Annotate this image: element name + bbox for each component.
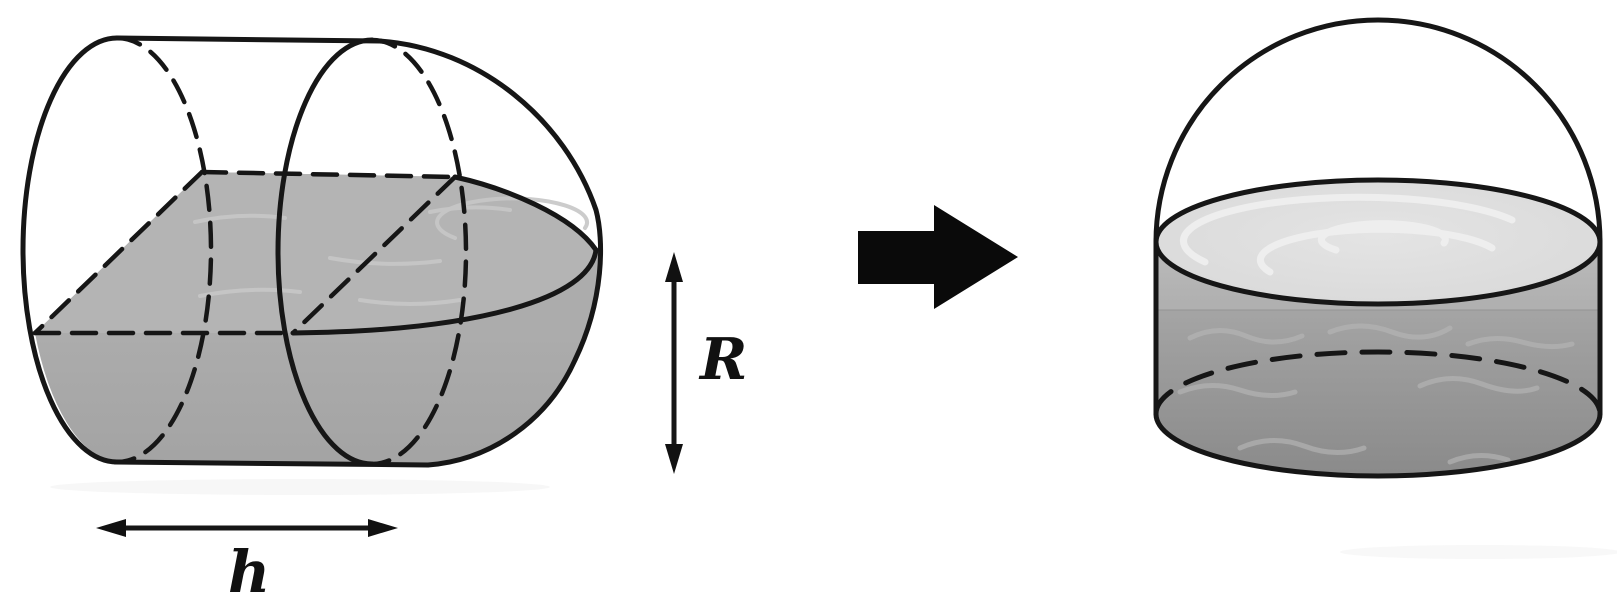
- joint-ellipse-front-arc: [275, 37, 375, 467]
- cylinder-top-edge: [114, 35, 383, 44]
- hemisphere-silhouette: [377, 38, 604, 468]
- water-surface: [35, 172, 596, 333]
- ground-shadow-right: [1340, 545, 1617, 559]
- left-cap-waterline: [32, 169, 205, 336]
- tank-bottom-back-edge: [1153, 349, 1603, 417]
- hidden-edges: [32, 35, 469, 467]
- height-arrow: [96, 519, 398, 537]
- joint-waterline: [290, 174, 458, 336]
- left-cap-ellipse-front-arc: [20, 35, 120, 465]
- transform-arrow-icon: [858, 205, 1018, 309]
- waterline-front-arc: [290, 247, 599, 336]
- vertical-tank-figure: [1153, 17, 1603, 479]
- joint-ellipse-back-arc: [369, 37, 469, 467]
- tank-bottom-front-edge: [1153, 411, 1603, 479]
- radius-label: R: [698, 326, 747, 393]
- surface-swirl-ripples: [1180, 193, 1516, 276]
- dome-arc: [1153, 17, 1603, 245]
- height-arrowhead-left: [96, 519, 126, 537]
- surface-back-edge: [199, 169, 458, 180]
- height-label: h: [228, 538, 270, 606]
- radius-arrowhead-up: [665, 252, 683, 282]
- radius-arrowhead-down: [665, 444, 683, 474]
- visible-edges: [20, 35, 604, 468]
- cylinder-bottom-edge: [112, 459, 431, 468]
- horizontal-tank-figure: [20, 35, 604, 468]
- surface-ripples: [193, 196, 589, 306]
- height-arrowhead-right: [368, 519, 398, 537]
- waterline-back-arc: [452, 174, 599, 253]
- radius-arrow: [665, 252, 683, 474]
- tank-solid-edges: [1153, 17, 1603, 479]
- ground-shadow-left: [50, 479, 550, 495]
- tank-wall: [1156, 242, 1600, 476]
- wall-wave-streaks: [1177, 323, 1575, 465]
- left-cap-ellipse-back-arc: [114, 35, 214, 465]
